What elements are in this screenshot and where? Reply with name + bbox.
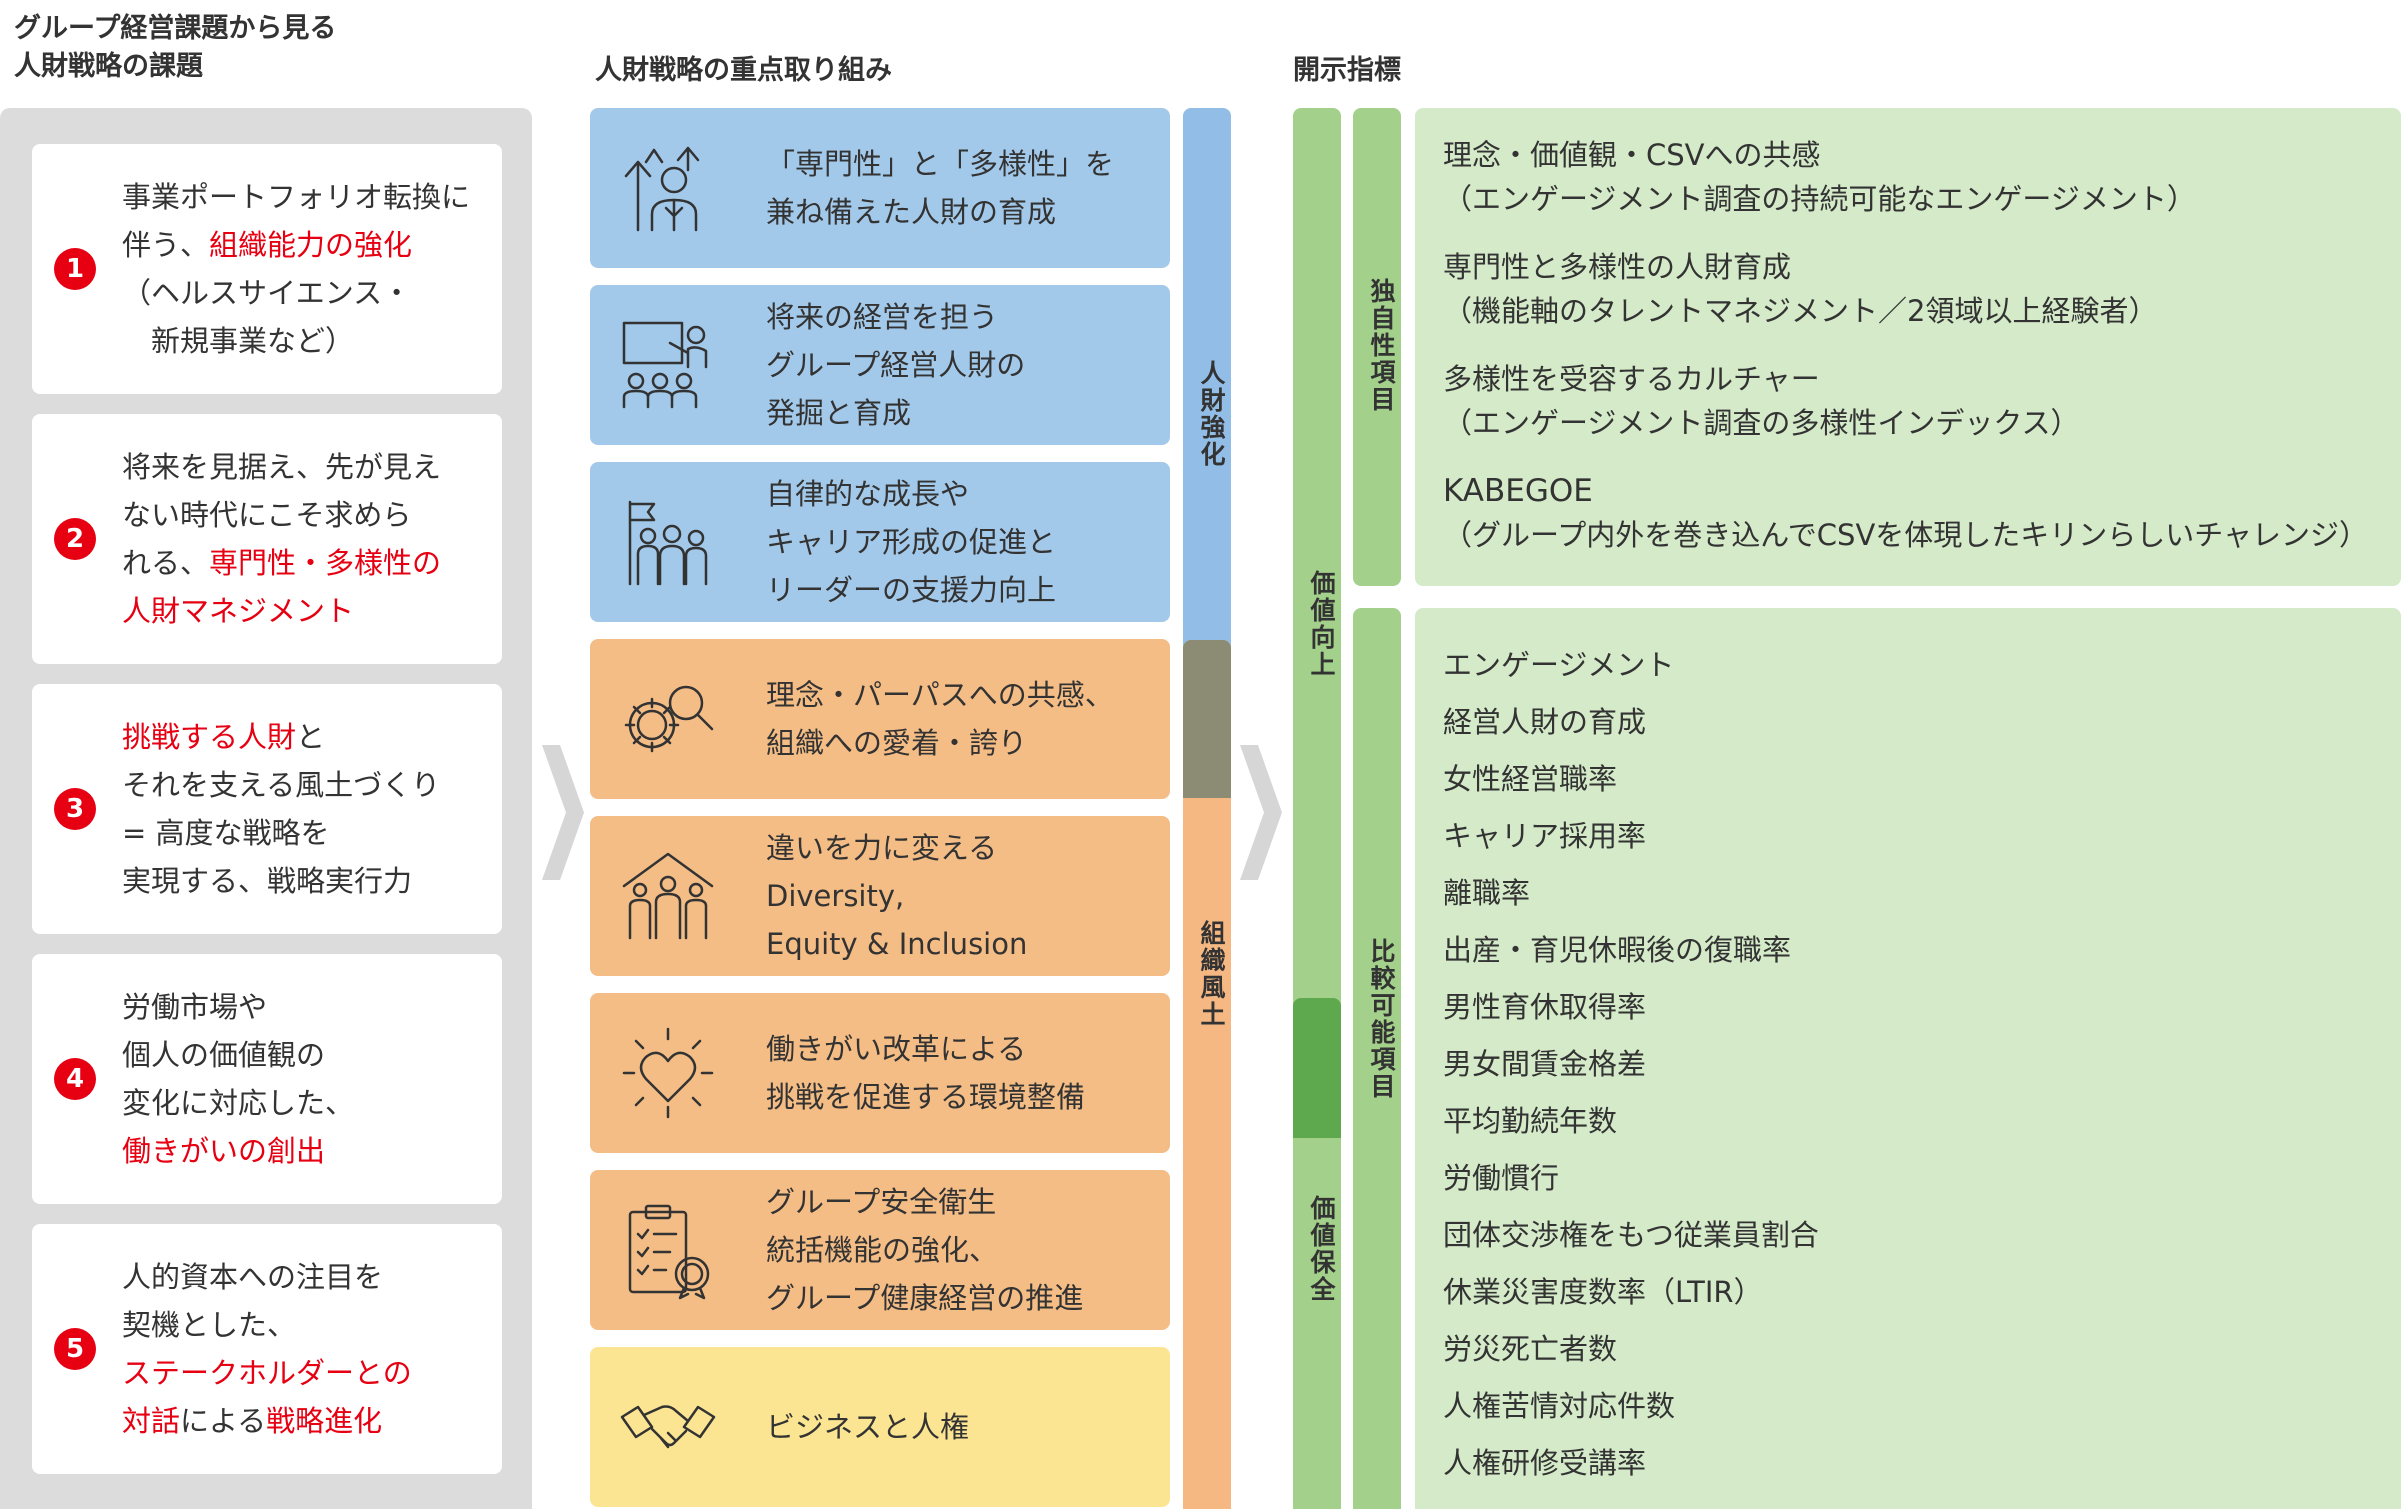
issue-text: 将来を見据え、先が見え ない時代にこそ求めら れる、専門性・多様性の 人財マネジ… bbox=[122, 450, 442, 628]
value-enhancement-label: 価値向上 bbox=[1307, 570, 1336, 678]
gear-search-icon bbox=[624, 685, 714, 753]
initiative-text: ビジネスと人権 bbox=[766, 1410, 970, 1444]
issue-number-badge: 3 bbox=[54, 788, 96, 830]
initiative-text: 理念・パーパスへの共感、 組織への愛着・誇り bbox=[766, 678, 1114, 760]
initiative-card: 働きがい改革による 挑戦を促進する環境整備 bbox=[590, 993, 1170, 1153]
issues-header: グループ経営課題から見る 人財戦略の課題 bbox=[14, 10, 336, 86]
initiative-text: グループ安全衛生 統括機能の強化、 グループ健康経営の推進 bbox=[766, 1185, 1084, 1315]
initiative-text: 違いを力に変える Diversity, Equity & Inclusion bbox=[766, 831, 1028, 961]
talent-strengthening-label: 人財強化 bbox=[1197, 360, 1226, 468]
issue-number-badge: 5 bbox=[54, 1328, 96, 1370]
unique-items-label: 独自性項目 bbox=[1367, 278, 1396, 413]
indicator-item: 男性育休取得率 bbox=[1443, 990, 1647, 1024]
presentation-icon bbox=[622, 321, 708, 409]
indicator-item: 休業災害度数率（LTIR） bbox=[1443, 1275, 1763, 1309]
value-overlap-bar bbox=[1293, 998, 1341, 1138]
issues-header-line2: 人財戦略の課題 bbox=[14, 51, 203, 82]
indicator-item: 団体交渉権をもつ従業員割合 bbox=[1443, 1218, 1819, 1252]
issue-text: 挑戦する人財と それを支える風土づくり = 高度な戦略を 実現する、戦略実行力 bbox=[122, 720, 441, 898]
indicators-header: 開示指標 bbox=[1293, 55, 1401, 86]
handshake-icon bbox=[620, 1405, 716, 1449]
indicator-item: 多様性を受容するカルチャー （エンゲージメント調査の多様性インデックス） bbox=[1443, 362, 2080, 440]
indicator-item: 理念・価値観・CSVへの共感 （エンゲージメント調査の持続可能なエンゲージメント… bbox=[1443, 138, 2196, 216]
initiative-card: ビジネスと人権 bbox=[590, 1347, 1170, 1507]
value-preservation-label: 価値保全 bbox=[1307, 1195, 1336, 1303]
issues-header-line1: グループ経営課題から見る bbox=[14, 13, 337, 44]
comparable-indicator-list: エンゲージメント 経営人財の育成 女性経営職率 キャリア採用率 離職率 出産・育… bbox=[1443, 637, 2343, 1492]
comparable-indicators-box bbox=[1415, 608, 2401, 1509]
initiative-card: 自律的な成長や キャリア形成の促進と リーダーの支援力向上 bbox=[590, 462, 1170, 622]
initiative-card: 将来の経営を担う グループ経営人財の 発掘と育成 bbox=[590, 285, 1170, 445]
indicator-item: 専門性と多様性の人財育成 （機能軸のタレントマネジメント／2領域以上経験者） bbox=[1443, 250, 2158, 328]
indicator-item: 離職率 bbox=[1443, 876, 1531, 910]
indicator-item: エンゲージメント bbox=[1443, 648, 1675, 682]
indicator-item: キャリア採用率 bbox=[1443, 819, 1647, 853]
unique-items-bar bbox=[1353, 108, 1401, 586]
issue-number-badge: 4 bbox=[54, 1058, 96, 1100]
indicator-item: 労災死亡者数 bbox=[1443, 1332, 1618, 1366]
initiative-text: 働きがい改革による 挑戦を促進する環境整備 bbox=[766, 1032, 1086, 1114]
team-flag-icon bbox=[628, 500, 708, 586]
overlap-bar bbox=[1183, 640, 1231, 798]
initiative-card: 理念・パーパスへの共感、 組織への愛着・誇り bbox=[590, 639, 1170, 799]
indicator-item: 出産・育児休暇後の復職率 bbox=[1443, 933, 1792, 967]
house-people-icon bbox=[622, 852, 714, 940]
checklist-gear-icon bbox=[628, 1204, 710, 1300]
indicator-item: 平均勤続年数 bbox=[1443, 1104, 1618, 1138]
issue-card: 4 労働市場や 個人の価値観の 変化に対応した、 働きがいの創出 bbox=[32, 954, 502, 1204]
initiative-card: 違いを力に変える Diversity, Equity & Inclusion bbox=[590, 816, 1170, 976]
indicator-item: 男女間賃金格差 bbox=[1443, 1047, 1647, 1081]
comparable-items-label: 比較可能項目 bbox=[1367, 938, 1396, 1100]
indicator-item: 女性経営職率 bbox=[1443, 762, 1618, 796]
initiatives-header: 人財戦略の重点取り組み bbox=[595, 55, 892, 86]
issue-card: 2 将来を見据え、先が見え ない時代にこそ求めら れる、専門性・多様性の 人財マ… bbox=[32, 414, 502, 664]
issue-text: 人的資本への注目を 契機とした、 ステークホルダーとの 対話による戦略進化 bbox=[122, 1260, 412, 1438]
issue-card: 1 事業ポートフォリオ転換に 伴う、組織能力の強化 （ヘルスサイエンス・ 新規事… bbox=[32, 144, 502, 394]
issue-card: 5 人的資本への注目を 契機とした、 ステークホルダーとの 対話による戦略進化 bbox=[32, 1224, 502, 1474]
indicator-item: 労働慣行 bbox=[1443, 1161, 1560, 1195]
comparable-items-bar bbox=[1353, 608, 1401, 1509]
heart-sparkle-icon bbox=[622, 1027, 714, 1119]
initiative-text: 「専門性」と「多様性」を 兼ね備えた人財の育成 bbox=[766, 147, 1115, 229]
value-enhancement-bar bbox=[1293, 108, 1341, 1138]
issue-number-badge: 2 bbox=[54, 518, 96, 560]
issue-text: 事業ポートフォリオ転換に 伴う、組織能力の強化 （ヘルスサイエンス・ 新規事業な… bbox=[122, 180, 471, 358]
indicator-item: 人権苦情対応件数 bbox=[1443, 1389, 1676, 1423]
initiative-card: 「専門性」と「多様性」を 兼ね備えた人財の育成 bbox=[590, 108, 1170, 268]
growth-person-icon bbox=[624, 146, 700, 232]
issue-number-badge: 1 bbox=[54, 248, 96, 290]
initiative-text: 自律的な成長や キャリア形成の促進と リーダーの支援力向上 bbox=[766, 477, 1057, 607]
initiative-text: 将来の経営を担う グループ経営人財の 発掘と育成 bbox=[766, 300, 1026, 430]
unique-indicators-box bbox=[1415, 108, 2401, 586]
chevron-right-icon bbox=[542, 745, 584, 880]
unique-indicator-list: 理念・価値観・CSVへの共感 （エンゲージメント調査の持続可能なエンゲージメント… bbox=[1443, 133, 2393, 557]
chevron-right-icon bbox=[1240, 745, 1282, 880]
issue-card: 3 挑戦する人財と それを支える風土づくり = 高度な戦略を 実現する、戦略実行… bbox=[32, 684, 502, 934]
initiative-card: グループ安全衛生 統括機能の強化、 グループ健康経営の推進 bbox=[590, 1170, 1170, 1330]
indicator-item: KABEGOE （グループ内外を巻き込んでCSVを体現したキリンらしいチャレンジ… bbox=[1443, 473, 2369, 552]
indicator-item: 経営人財の育成 bbox=[1443, 705, 1647, 739]
issue-text: 労働市場や 個人の価値観の 変化に対応した、 働きがいの創出 bbox=[122, 990, 355, 1168]
indicator-item: 人権研修受講率 bbox=[1443, 1446, 1647, 1480]
organization-culture-label: 組織風土 bbox=[1197, 920, 1226, 1028]
